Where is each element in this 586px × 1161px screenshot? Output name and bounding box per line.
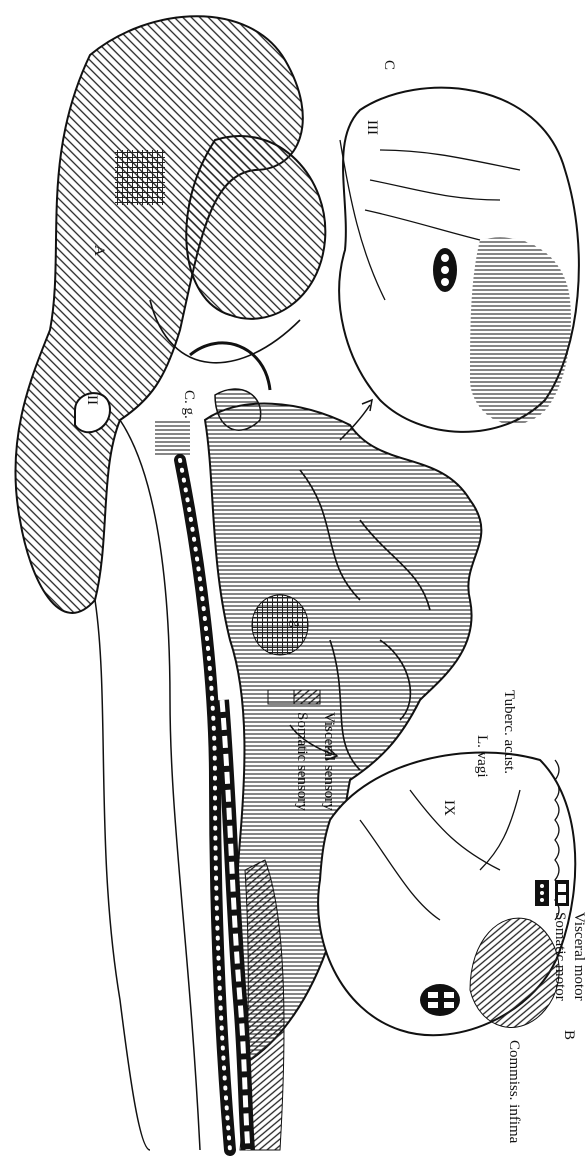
legend-label-visceral-sensory: Visceral sensory xyxy=(321,712,337,811)
panel-c-nucleus xyxy=(433,248,457,292)
label-nerve-ix: IX xyxy=(441,800,457,816)
label-nerve-ii: II xyxy=(84,395,100,405)
crosshatch-patch xyxy=(115,150,165,205)
panel-label-c: C xyxy=(381,60,397,70)
legend-label-somatic-motor: Somatic motor xyxy=(552,912,568,1001)
cg-hatch xyxy=(155,420,190,455)
panel-label-a: A xyxy=(91,245,107,256)
legend-swatch-visceral-sensory xyxy=(294,690,320,704)
tectum-region xyxy=(186,136,325,319)
label-commiss-infima: Commiss. infima xyxy=(506,1040,522,1144)
label-nerve-iii: III xyxy=(364,120,380,135)
legend-label-visceral-motor: Visceral motor xyxy=(571,912,586,1001)
commissure-arc xyxy=(190,343,270,390)
panel-b-nucleus xyxy=(420,984,460,1016)
legend-label-somatic-sensory: Somatic sensory xyxy=(294,712,310,811)
legend-swatch-somatic-sensory xyxy=(268,690,294,704)
panel-c-hatched xyxy=(470,238,571,425)
label-cg: C. g. xyxy=(181,390,197,419)
label-l-vagi: L. vagi xyxy=(474,735,490,778)
label-tuberc-acust: Tuberc. acust. xyxy=(501,690,517,774)
outer-outline xyxy=(95,600,150,1150)
label-g: g xyxy=(288,620,304,628)
panel-label-b: B xyxy=(561,1030,577,1040)
